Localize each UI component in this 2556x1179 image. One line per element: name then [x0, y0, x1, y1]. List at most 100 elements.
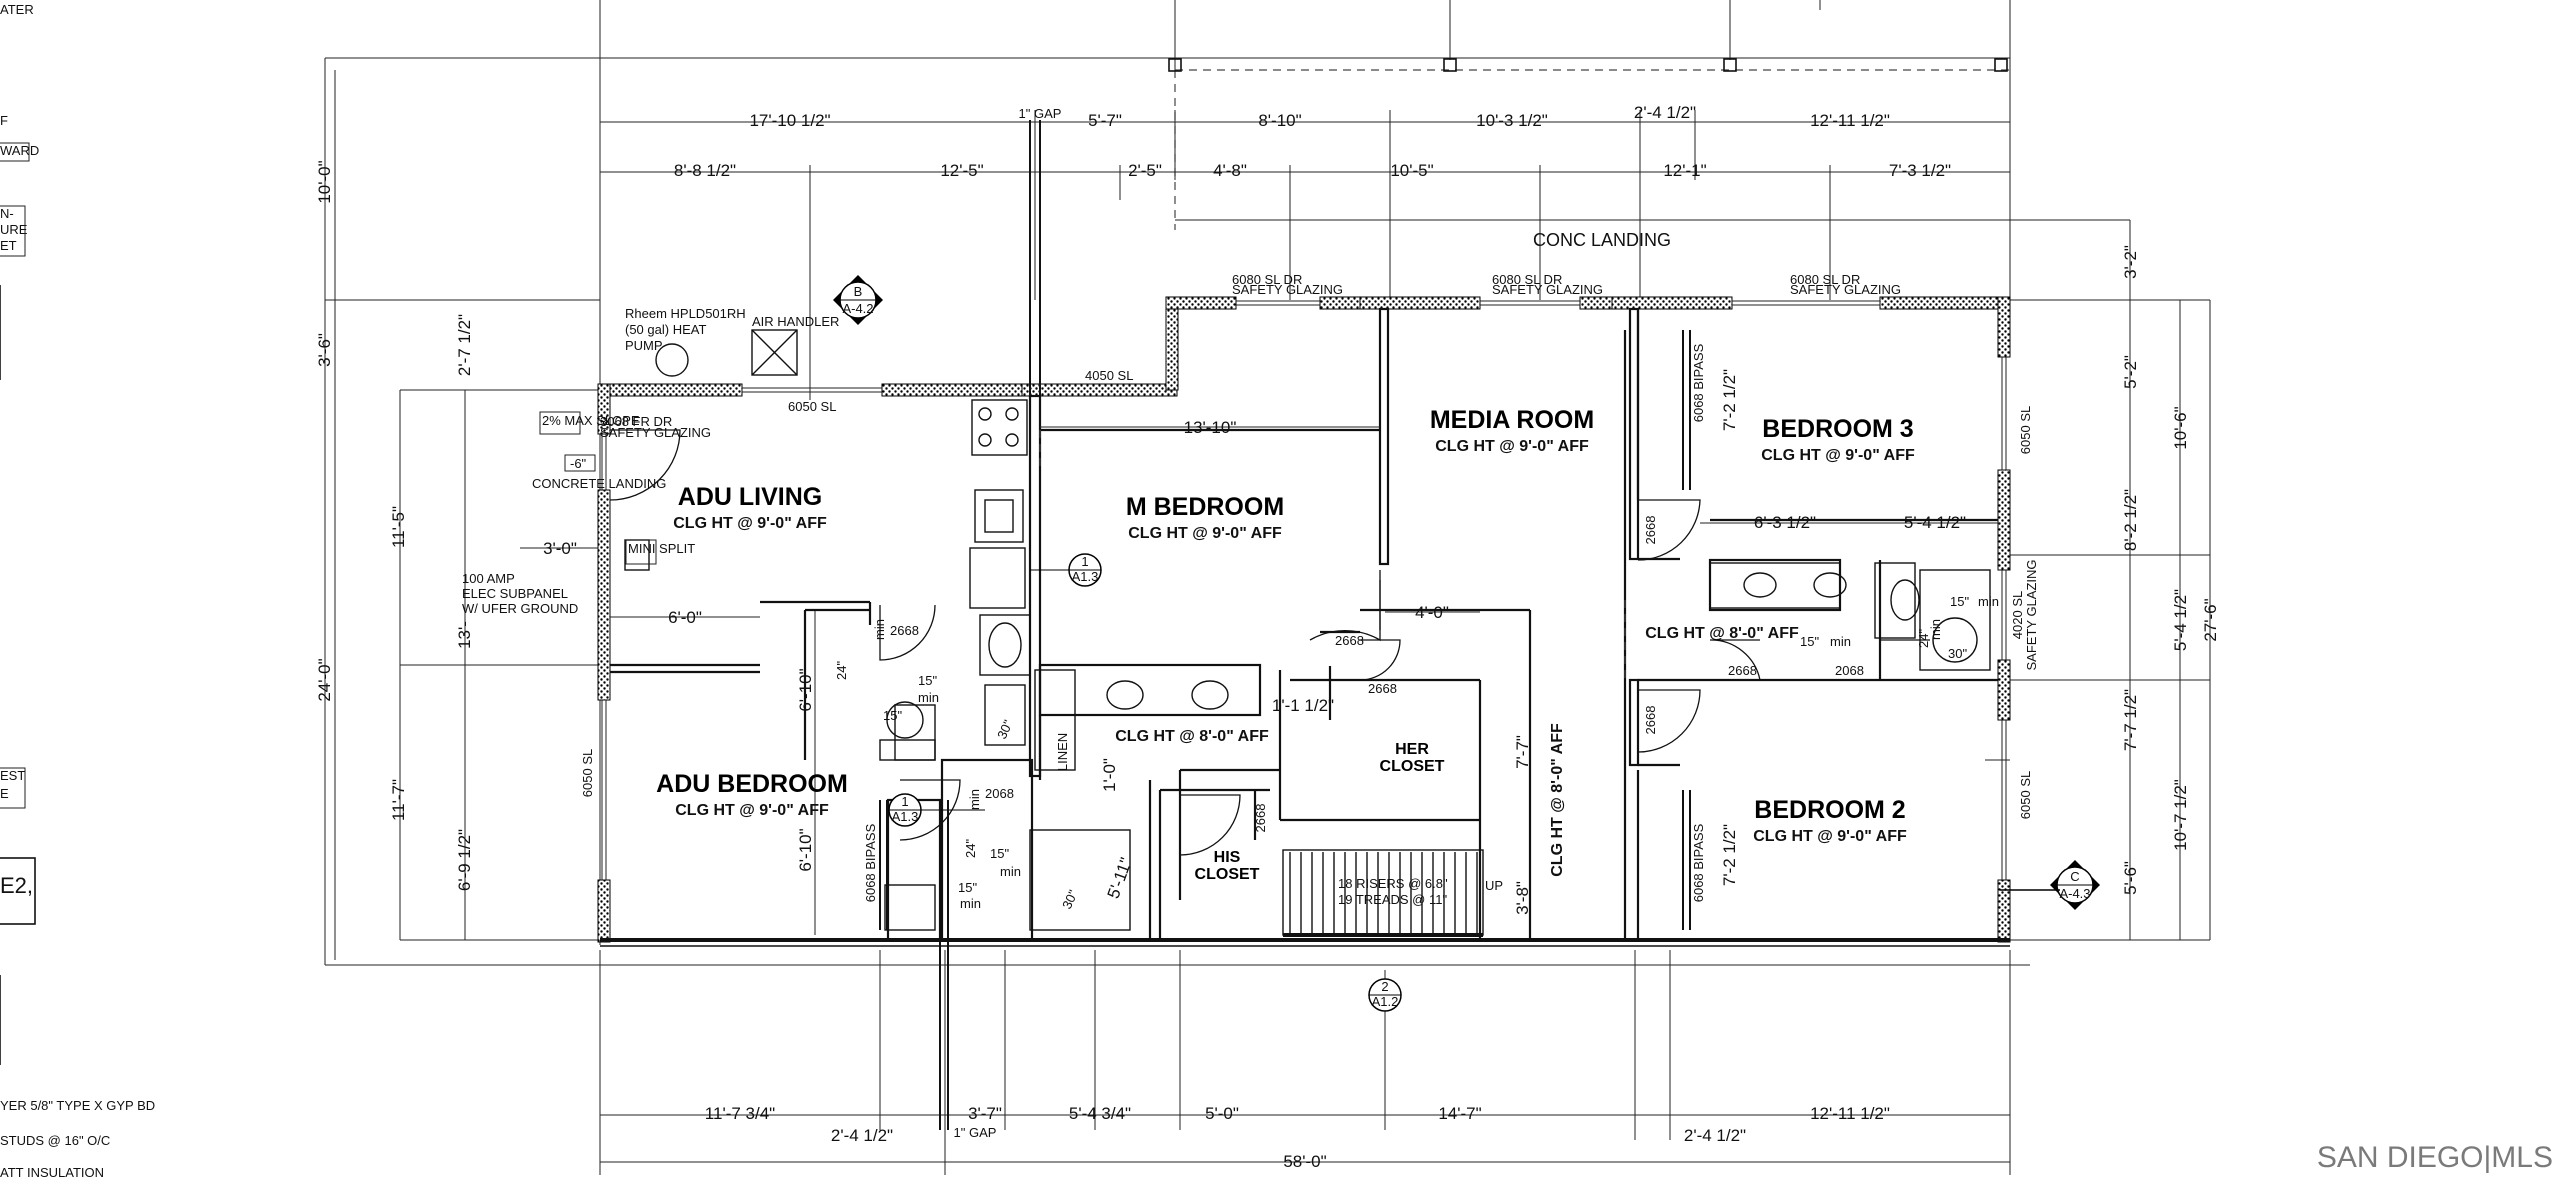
dim-4-0: 4'-0"	[1415, 603, 1449, 622]
dim-left-a2: 3'-6"	[315, 333, 334, 367]
dim-top2-4: 4'-8"	[1213, 161, 1247, 180]
marker-c-bottom: A-4.3	[2059, 886, 2090, 901]
interior-dimensions: 13'-10" 3'-0" 6'-0" 4'-0" 1'-1 1/2" 7'-2…	[520, 369, 2000, 915]
window-4020: 4020 SL	[2010, 591, 2025, 639]
clear-15-bath3: 15"	[1950, 594, 1969, 609]
clear-15-hall: 15"	[1800, 634, 1819, 649]
subpanel-label-1: 100 AMP	[462, 571, 515, 586]
dim-left-b1: 2'-7 1/2"	[455, 314, 474, 376]
dim-top1-1: 17'-10 1/2"	[749, 111, 830, 130]
bath-clg-label: CLG HT @ 8'-0" AFF	[1115, 728, 1269, 745]
dim-top2-1: 8'-8 1/2"	[674, 161, 736, 180]
gap-label-top: 1" GAP	[1019, 106, 1062, 121]
room-clg-adu-bedroom: CLG HT @ 9'-0" AFF	[675, 802, 829, 819]
section-marker-c: C A-4.3	[2000, 860, 2100, 910]
legend-box	[0, 857, 36, 925]
dim-top1-4: 10'-3 1/2"	[1476, 111, 1548, 130]
legend-text-3: WARD	[0, 143, 39, 158]
legend-text-7: EST	[0, 768, 25, 783]
clear-30-bath2: 30"	[1059, 887, 1081, 911]
bipass-doors	[879, 330, 1691, 930]
bipass-br3: 6068 BIPASS	[1691, 343, 1706, 422]
door-swings	[609, 429, 1930, 856]
sl-dr-1-glazing: SAFETY GLAZING	[1232, 282, 1343, 297]
dim-top1-5: 2'-4 1/2"	[1634, 103, 1696, 122]
marker-c-top: C	[2070, 869, 2079, 884]
detail-marker-1: 1 A1.3	[1030, 553, 1102, 587]
room-name-adu-bedroom: ADU BEDROOM	[656, 770, 848, 798]
dim-5-11: 5'-11"	[1104, 855, 1136, 901]
dim-1-1: 1'-1 1/2"	[1272, 696, 1334, 715]
dim-7-7: 7'-7"	[1513, 735, 1532, 769]
clear-15b-adu: 15"	[883, 708, 902, 723]
stair-risers: 18 RISERS @ 6.8"	[1338, 876, 1448, 891]
stair-treads: 19 TREADS @ 11"	[1338, 892, 1447, 907]
dim-bottom1-5: 14'-7"	[1438, 1104, 1481, 1123]
legend-fragments: ATER F WARD N- URE ET EST E E2, YER 5/8"…	[0, 2, 155, 1179]
clear-30-adu: 30"	[994, 717, 1016, 741]
section-marker-b: B A-4.2	[833, 275, 883, 325]
dim-left-a3: 24'-0"	[315, 658, 334, 701]
dim-3-0: 3'-0"	[543, 539, 577, 558]
marker-3-top: 2	[1381, 979, 1388, 994]
dim-bottom1-2: 3'-7"	[968, 1104, 1002, 1123]
clear-24-bath3: 24"	[1916, 629, 1931, 648]
his-closet-line2: CLOSET	[1195, 866, 1260, 883]
dim-top1-3: 8'-10"	[1258, 111, 1301, 130]
dim-5-4: 5'-4 1/2"	[1904, 513, 1966, 532]
legend-box	[0, 142, 30, 162]
clear-min-bath2: min	[1000, 864, 1021, 879]
legend-text-8: E	[0, 786, 9, 801]
dim-left-a1: 10'-0"	[315, 160, 334, 203]
clear-15-adu: 15"	[918, 673, 937, 688]
window-6050-br2: 6050 SL	[2018, 771, 2033, 819]
door-2668-her: 2668	[1368, 681, 1397, 696]
rheem-label-1: Rheem HPLD501RH	[625, 306, 746, 321]
dim-left-c1: 11'-5"	[389, 506, 408, 548]
marker-b-top: B	[854, 284, 863, 299]
room-clg-bedroom2: CLG HT @ 9'-0" AFF	[1753, 828, 1907, 845]
dim-bottom1-1: 11'-7 3/4"	[705, 1104, 775, 1123]
legend-text-6: ET	[0, 238, 17, 253]
clear-min-bath3: min	[1978, 594, 1999, 609]
door-2068-hall: 2068	[1835, 663, 1864, 678]
dim-left-b3: 6'-9 1/2"	[455, 829, 474, 891]
room-clg-bedroom3: CLG HT @ 9'-0" AFF	[1761, 447, 1915, 464]
top-dimensions: 17'-10 1/2" 5'-7" 8'-10" 10'-3 1/2" 2'-4…	[599, 103, 2011, 400]
clear-min-hall: min	[1830, 634, 1851, 649]
door-2668-br3: 2668	[1643, 516, 1658, 545]
subpanel-label-2: ELEC SUBPANEL	[462, 586, 568, 601]
dim-top2-6: 12'-1"	[1663, 161, 1706, 180]
legend-text-5: URE	[0, 222, 28, 237]
linen-label: LINEN	[1055, 733, 1070, 771]
legend-text-9: E2,	[0, 873, 33, 898]
sl-dr-3: 6080 SL DR	[1790, 272, 1860, 287]
stairs	[1282, 849, 1484, 937]
bipass-br2: 6068 BIPASS	[1691, 823, 1706, 902]
door-2668-mbed: 2668	[1335, 633, 1364, 648]
dim-1-0: 1'-0"	[1100, 758, 1119, 792]
hall-clg-label: CLG HT @ 8'-0" AFF	[1645, 625, 1799, 642]
fr-dr-glazing: SAFETY GLAZING	[600, 425, 711, 440]
dim-right-a5: 5'-6"	[2121, 861, 2140, 895]
dim-right-a1: 3'-2"	[2121, 245, 2140, 279]
dim-top1-2: 5'-7"	[1088, 111, 1122, 130]
room-clg-adu-living: CLG HT @ 9'-0" AFF	[673, 515, 827, 532]
marker-1-bottom: A1.3	[1072, 569, 1099, 584]
legend-text-2: F	[0, 113, 8, 128]
annotations: Rheem HPLD501RH (50 gal) HEAT PUMP AIR H…	[462, 272, 2039, 911]
stair-clg-label: CLG HT @ 8'-0" AFF	[1549, 723, 1566, 877]
legend-text-10: YER 5/8" TYPE X GYP BD	[0, 1098, 155, 1113]
door-2668-adu: 2668	[890, 623, 919, 638]
bottom-dimensions: 11'-7 3/4" 3'-7" 5'-4 3/4" 5'-0" 14'-7" …	[599, 950, 2011, 1175]
door-2668-br2: 2668	[1643, 706, 1658, 735]
room-name-m-bedroom: M BEDROOM	[1126, 493, 1284, 521]
window-4050: 4050 SL	[1085, 368, 1133, 383]
room-name-bedroom3: BEDROOM 3	[1762, 415, 1913, 443]
window-4020-glazing: SAFETY GLAZING	[2024, 559, 2039, 670]
dim-6-3: 6'-3 1/2"	[1754, 513, 1816, 532]
fixtures	[624, 329, 1991, 931]
minus6-label: -6"	[570, 456, 587, 471]
dim-top2-2: 12'-5"	[940, 161, 983, 180]
